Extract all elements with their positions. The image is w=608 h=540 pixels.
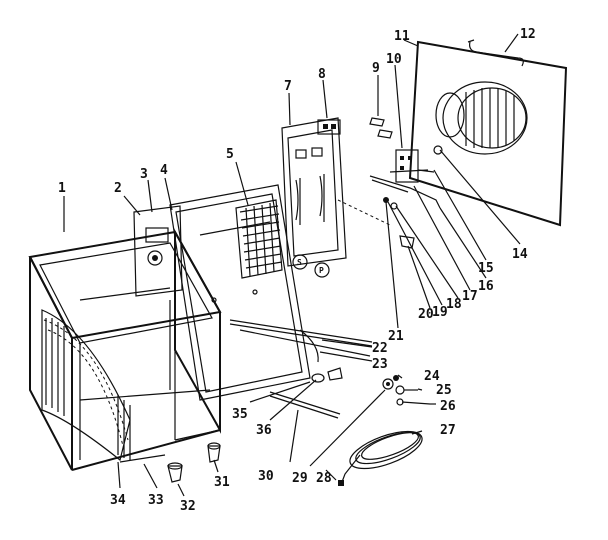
grommet [382, 378, 394, 390]
control-plate [133, 205, 183, 297]
part-label-10: 10 [386, 52, 402, 67]
bolt-assembly [393, 375, 431, 406]
part-label-14: 14 [512, 247, 528, 262]
drain-rod [269, 391, 341, 419]
fastener-group-9 [369, 117, 393, 139]
part-label-30: 30 [258, 469, 274, 484]
part-label-29: 29 [292, 471, 308, 486]
bracket-arm [369, 169, 441, 209]
part-label-31: 31 [214, 475, 230, 490]
cabinet-sleeve [28, 228, 222, 471]
part-label-1: 1 [58, 181, 66, 196]
long-rod-23 [239, 329, 371, 357]
part-label-16: 16 [478, 279, 494, 294]
part-label-12: 12 [520, 27, 536, 42]
part-label-19: 19 [432, 305, 448, 320]
screw-14 [433, 145, 443, 155]
part-label-27: 27 [440, 423, 456, 438]
part-label-35: 35 [232, 407, 248, 422]
part-label-34: 34 [110, 493, 126, 508]
part-label-26: 26 [440, 399, 456, 414]
part-label-9: 9 [372, 61, 380, 76]
alignment-line [337, 199, 391, 226]
part-label-24: 24 [424, 369, 440, 384]
part-label-8: 8 [318, 67, 326, 82]
part-label-28: 28 [316, 471, 332, 486]
part-label-25: 25 [436, 383, 452, 398]
part-label-22: 22 [372, 341, 388, 356]
part-label-33: 33 [148, 493, 164, 508]
wire-clip [467, 39, 524, 67]
switch-component [317, 119, 341, 135]
screw-15 [417, 169, 435, 173]
part-label-18: 18 [446, 297, 462, 312]
part-label-5: 5 [226, 147, 234, 162]
fan-grille-square [235, 199, 283, 279]
relay-block [395, 149, 419, 183]
clip-36 [327, 367, 343, 381]
part-label-23: 23 [372, 357, 388, 372]
long-rod-22 [229, 319, 373, 347]
power-cord [338, 430, 423, 486]
part-label-3: 3 [140, 167, 148, 182]
leader-lines [63, 33, 521, 497]
foot-plug-left [167, 462, 183, 483]
foot-plug-right [207, 442, 221, 463]
nut-35 [311, 373, 325, 383]
part-label-32: 32 [180, 499, 196, 514]
control-bracket [281, 117, 347, 278]
part-label-15: 15 [478, 261, 494, 276]
part-label-4: 4 [160, 163, 168, 178]
base-rail [119, 454, 166, 463]
part-label-7: 7 [284, 79, 292, 94]
part-label-17: 17 [462, 289, 478, 304]
part-labels: 1 2 3 4 5 7 8 9 10 11 12 14 15 16 17 18 … [58, 27, 536, 514]
mark-s: S [297, 258, 302, 267]
part-label-36: 36 [256, 423, 272, 438]
rear-panel [408, 40, 568, 227]
mark-p: P [319, 266, 324, 275]
front-grille [41, 309, 131, 462]
circle-marks: S P [297, 258, 324, 275]
part-label-20: 20 [418, 307, 434, 322]
part-label-11: 11 [394, 29, 410, 44]
part-label-2: 2 [114, 181, 122, 196]
part-label-21: 21 [388, 329, 404, 344]
